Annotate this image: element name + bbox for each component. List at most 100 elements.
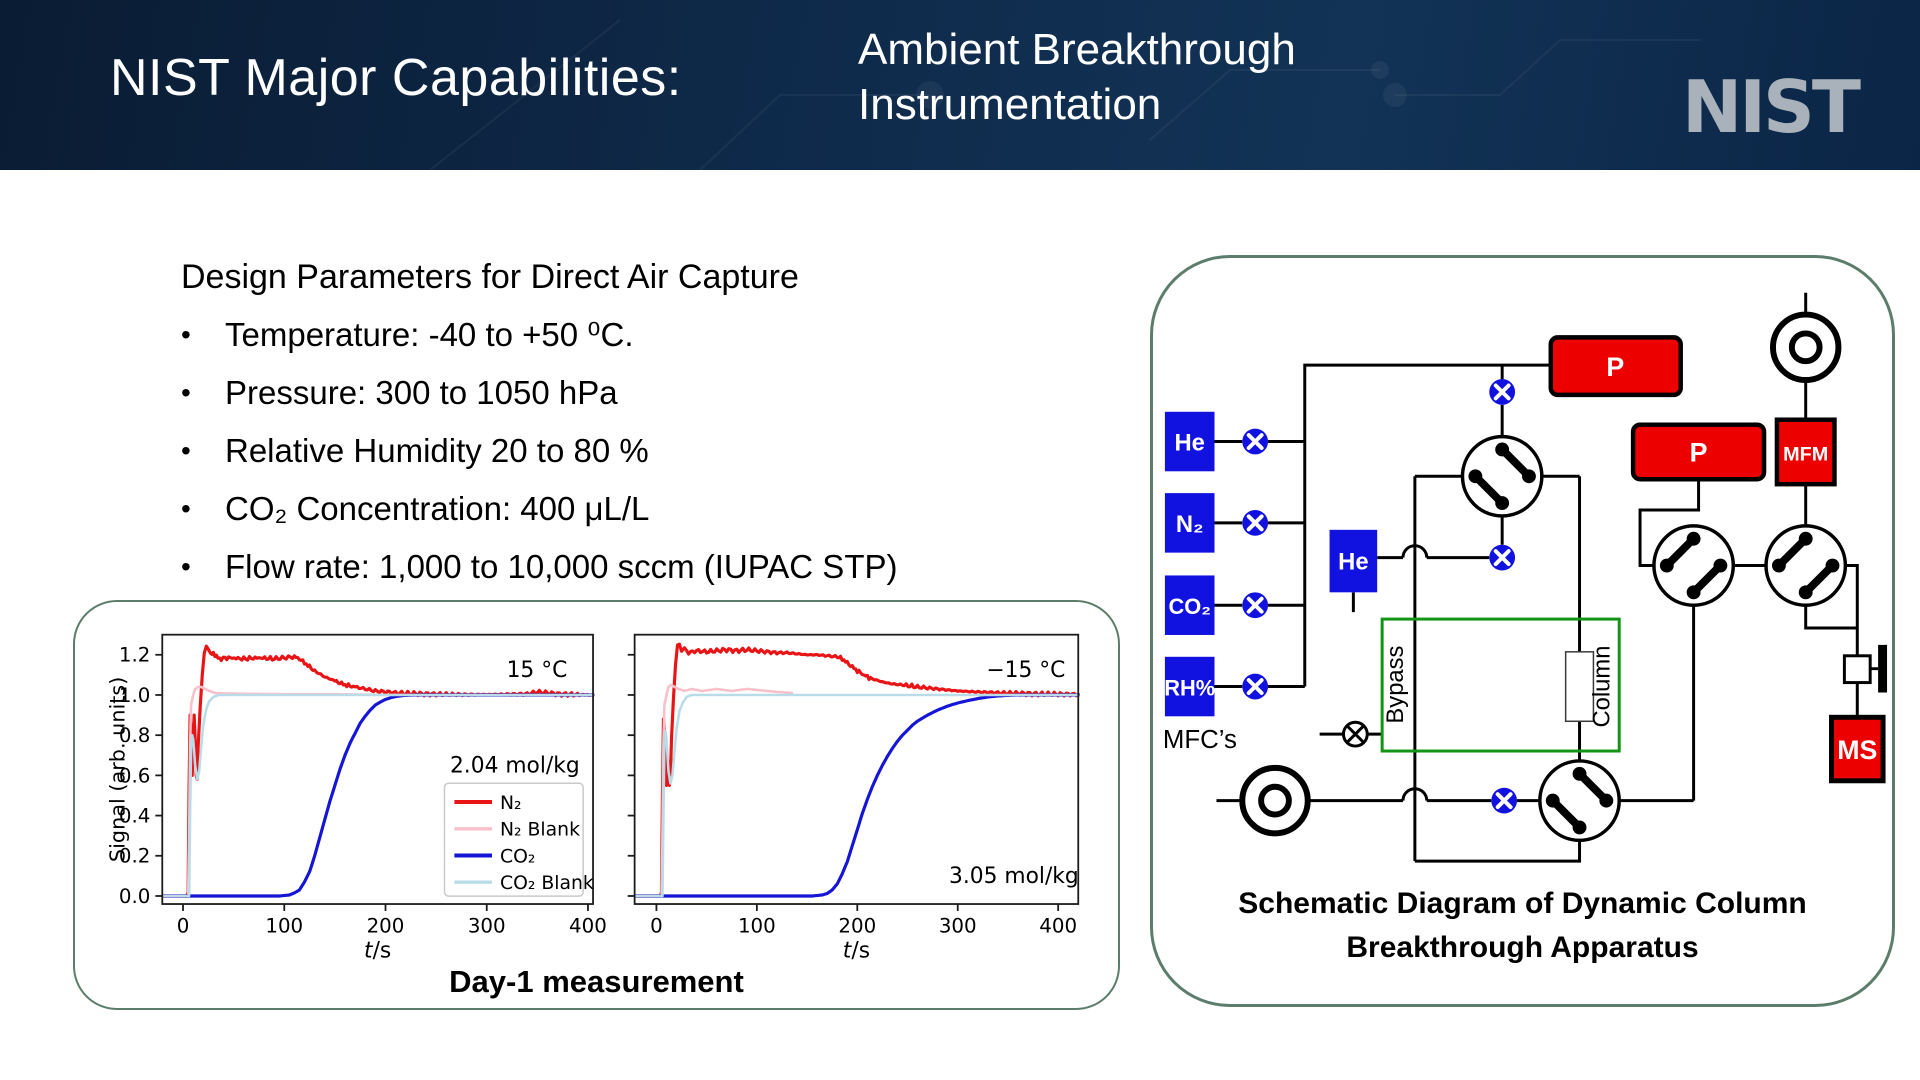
page-subtitle: Ambient Breakthrough Instrumentation: [858, 22, 1296, 132]
design-parameters-heading: Design Parameters for Direct Air Capture: [181, 258, 799, 296]
bullet-icon: •: [181, 551, 191, 582]
valve-icon: [1240, 426, 1271, 457]
column-rect: [1564, 651, 1595, 723]
subtitle-line-2: Instrumentation: [858, 80, 1162, 129]
filter-bar-icon: [1878, 644, 1888, 693]
legend-label: CO₂ Blank: [500, 873, 594, 894]
series-line-CO₂ Blank: [161, 693, 595, 898]
y-tick-label: 0.2: [119, 845, 150, 868]
capacity-annotation: 2.04 mol/kg: [450, 753, 580, 778]
series-line-N₂ Blank: [635, 683, 794, 898]
schematic-panel: Bypass Column He N₂ CO₂ RH% MFC’s He P P: [1150, 255, 1895, 1007]
x-tick-label: 200: [367, 915, 405, 938]
pressure-gauge-2-label: P: [1690, 437, 1708, 467]
temperature-annotation: 15 °C: [507, 658, 568, 683]
bullet-icon: •: [181, 319, 191, 350]
mfm-box: [1774, 417, 1837, 487]
column-label: Column: [1588, 646, 1615, 728]
list-item: • Pressure: 300 to 1050 hPa: [181, 364, 1081, 422]
bullet-icon: •: [181, 435, 191, 466]
capacity-annotation: 3.05 mol/kg: [949, 864, 1079, 889]
pressure-gauge-2-box: [1630, 422, 1767, 482]
charts-caption: Day-1 measurement: [449, 964, 744, 999]
mfc-boxes: He N₂ CO₂ RH%: [1164, 411, 1215, 717]
pump-icon: [1773, 315, 1838, 380]
temperature-annotation: −15 °C: [986, 658, 1065, 683]
mfc-he-box: [1164, 411, 1215, 472]
plot-frame: [161, 633, 594, 905]
bullet-humidity: Relative Humidity 20 to 80 %: [225, 432, 649, 469]
valve-icon: [1487, 377, 1518, 407]
schematic-caption-line-2: Breakthrough Apparatus: [1346, 931, 1699, 964]
y-tick-label: 0.4: [119, 805, 150, 828]
mfc-n2-label: N₂: [1176, 511, 1204, 538]
legend-label: N₂ Blank: [500, 820, 580, 841]
mfc-he-label: He: [1174, 429, 1204, 456]
bullet-pressure: Pressure: 300 to 1050 hPa: [225, 374, 618, 411]
mfc-co2-box: [1164, 575, 1215, 635]
x-tick-label: 0: [650, 915, 663, 938]
legend-label: CO₂: [500, 846, 535, 867]
y-axis-label: Signal (arb. units): [106, 677, 130, 862]
ms-label: MS: [1837, 735, 1877, 765]
manual-valve-icon: [1341, 720, 1369, 748]
x-tick-label: 100: [265, 915, 303, 938]
list-item: • CO₂ Concentration: 400 μL/L: [181, 480, 1081, 538]
mfc-n2-box: [1164, 493, 1215, 553]
x-tick-label: 400: [1039, 915, 1077, 938]
bullet-icon: •: [181, 493, 191, 524]
he-purge-box: [1329, 529, 1378, 593]
x-axis-label: t/s: [843, 938, 870, 963]
schematic-lines: [1214, 292, 1879, 863]
four-port-valve-icon: [1540, 761, 1619, 840]
mfcs-label: MFC’s: [1163, 726, 1237, 754]
schematic-caption: Schematic Diagram of Dynamic Column Brea…: [1153, 882, 1892, 970]
x-tick-label: 0: [177, 915, 190, 938]
nist-logo: NIST: [1682, 68, 1864, 149]
subtitle-line-1: Ambient Breakthrough: [858, 25, 1296, 74]
y-tick-label: 1.0: [119, 684, 150, 707]
x-tick-label: 200: [838, 915, 876, 938]
pressure-gauge-1-label: P: [1606, 352, 1624, 382]
mfm-label: MFM: [1783, 443, 1828, 465]
bullet-temperature: Temperature: -40 to +50 ⁰C.: [225, 316, 634, 353]
nist-logo-text: NIST: [1682, 68, 1861, 149]
y-tick-label: 1.2: [119, 644, 150, 667]
legend-box: [443, 782, 584, 897]
x-tick-label: 300: [939, 915, 977, 938]
bullet-co2-concentration: CO₂ Concentration: 400 μL/L: [225, 490, 650, 527]
page-title: NIST Major Capabilities:: [110, 49, 682, 107]
legend-label: N₂: [500, 793, 522, 814]
pressure-gauge-1-box: [1548, 335, 1683, 398]
bullet-icon: •: [181, 377, 191, 408]
valve-icon: [1240, 590, 1271, 621]
x-tick-label: 100: [738, 915, 776, 938]
bypass-label: Bypass: [1382, 645, 1409, 723]
ms-box: [1829, 714, 1886, 784]
circuit-pattern-decoration: [429, 19, 1700, 170]
he-purge-label: He: [1338, 548, 1368, 575]
x-tick-label: 300: [468, 915, 506, 938]
mfc-co2-label: CO₂: [1168, 594, 1210, 619]
bypass-column-box: [1380, 617, 1621, 753]
valve-icon: [1240, 507, 1271, 538]
y-tick-label: 0.8: [119, 724, 150, 747]
list-item: • Temperature: -40 to +50 ⁰C.: [181, 306, 1081, 364]
list-item: •Flow rate: 1,000 to 10,000 sccm (IUPAC …: [181, 538, 1081, 596]
schematic-caption-line-1: Schematic Diagram of Dynamic Column: [1238, 887, 1807, 920]
series-line-N₂: [634, 642, 1080, 898]
series-line-CO₂ Blank: [635, 693, 1080, 898]
mfc-rh-label: RH%: [1164, 675, 1215, 700]
list-item: • Relative Humidity 20 to 80 %: [181, 422, 1081, 480]
design-parameters-list: Design Parameters for Direct Air Capture…: [181, 248, 1081, 596]
valve-icon: [1487, 542, 1518, 573]
valve-icon: [1489, 785, 1520, 816]
y-tick-label: 0.0: [119, 885, 150, 908]
mfc-rh-box: [1164, 656, 1215, 717]
filter-icon: [1842, 654, 1872, 685]
apparatus-schematic: Bypass Column He N₂ CO₂ RH% MFC’s He P P: [1163, 292, 1888, 863]
four-port-valve-icon: [1462, 437, 1541, 516]
